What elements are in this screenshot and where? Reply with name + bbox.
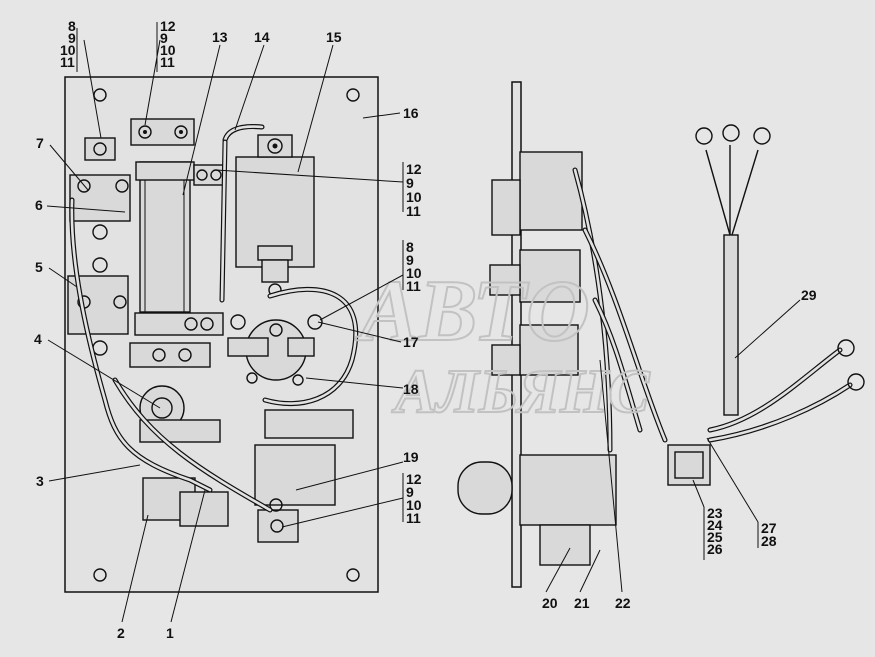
watermark-line2: АЛЬЯНС xyxy=(391,358,650,426)
stacked-labels: 8 9 10 11 12 9 10 11 12 9 10 11 8 9 10 1… xyxy=(60,18,780,557)
stack-topmid: 12 9 10 11 xyxy=(160,18,179,70)
front-view xyxy=(64,76,379,593)
terminal-block-top xyxy=(130,118,195,146)
side-component-lower xyxy=(519,454,617,526)
callout-19: 19 xyxy=(403,449,419,465)
callout-29: 29 xyxy=(801,287,817,303)
plate-hole xyxy=(346,88,360,102)
plug-1 xyxy=(179,491,229,527)
ring-terminal xyxy=(753,127,771,145)
callout-1: 1 xyxy=(166,625,174,641)
plate-hole xyxy=(346,568,360,582)
stack-side2: 27 28 xyxy=(761,520,780,549)
leader-lines xyxy=(46,22,801,623)
callout-16: 16 xyxy=(403,105,419,121)
callout-17: 17 xyxy=(403,334,419,350)
stack-right3: 12 9 10 11 xyxy=(406,471,425,526)
resistor-body xyxy=(139,161,191,313)
stack-right1: 12 9 10 11 xyxy=(406,161,425,219)
relay-19 xyxy=(254,444,336,506)
terminal-pair xyxy=(193,164,225,186)
stack-right2: 8 9 10 11 xyxy=(406,239,425,294)
callout-5: 5 xyxy=(35,259,43,275)
terminal-block-low xyxy=(129,342,211,368)
callout-21: 21 xyxy=(574,595,590,611)
callout-7: 7 xyxy=(36,135,44,151)
ring-terminal xyxy=(837,339,855,357)
callout-2: 2 xyxy=(117,625,125,641)
lamp-knob xyxy=(457,461,513,515)
callout-15: 15 xyxy=(326,29,342,45)
resistor-cap xyxy=(135,161,195,181)
callout-14: 14 xyxy=(254,29,270,45)
stack-side1: 23 24 25 26 xyxy=(707,505,726,557)
callout-4: 4 xyxy=(34,331,42,347)
side-view xyxy=(457,81,865,588)
connector-top xyxy=(84,137,116,161)
cable-sleeve xyxy=(723,234,739,416)
terminal-block-mid xyxy=(134,312,224,336)
callout-3: 3 xyxy=(36,473,44,489)
callout-6: 6 xyxy=(35,197,43,213)
ring-terminal xyxy=(722,124,740,142)
callout-20: 20 xyxy=(542,595,558,611)
watermark-line1: АВТО xyxy=(355,263,590,360)
callout-13: 13 xyxy=(212,29,228,45)
callout-labels: 1 2 3 4 5 6 7 13 14 15 16 17 18 19 20 21… xyxy=(34,29,817,641)
ring-terminal xyxy=(695,127,713,145)
connector-6 xyxy=(69,174,131,222)
stack-topleft: 8 9 10 11 xyxy=(60,18,80,70)
ring-terminal xyxy=(847,373,865,391)
side-component-upper xyxy=(519,151,583,231)
callout-18: 18 xyxy=(403,381,419,397)
plate-hole xyxy=(93,568,107,582)
callout-22: 22 xyxy=(615,595,631,611)
